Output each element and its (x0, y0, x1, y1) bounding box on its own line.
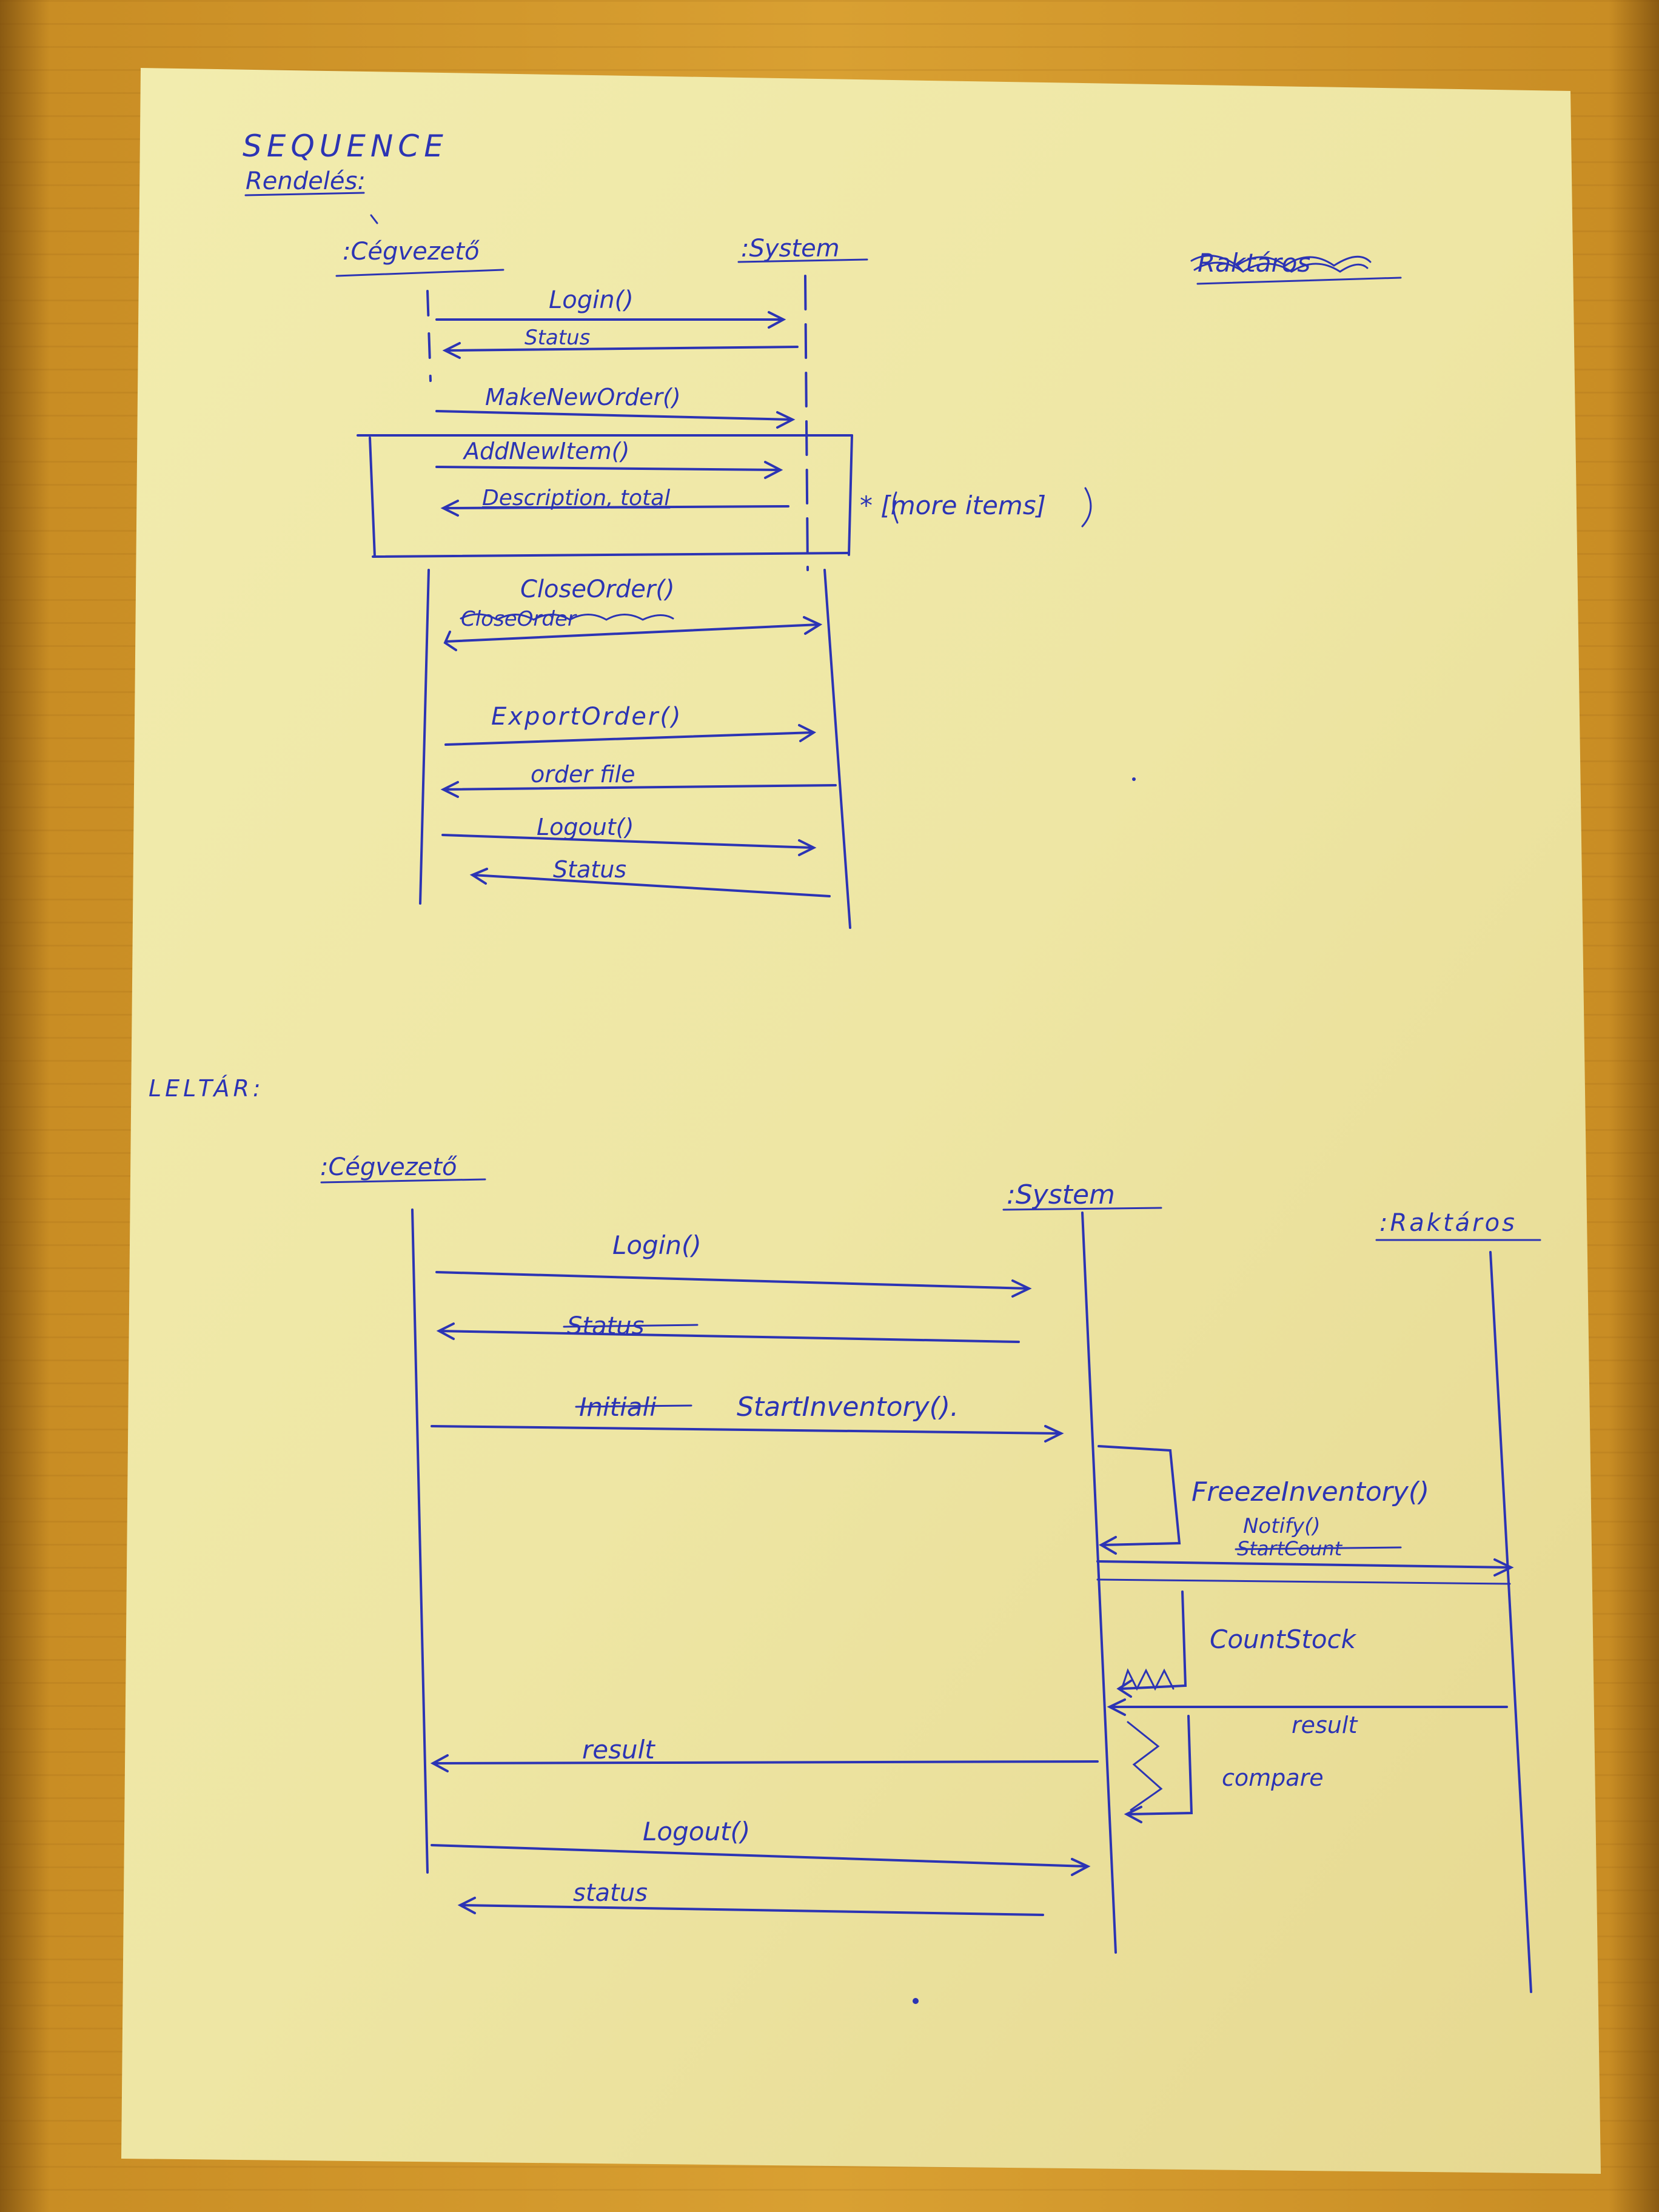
arrowhead-add-new-item (764, 461, 783, 479)
msg-status-1b: Status (553, 856, 626, 883)
lifeline-head-raktaros: :Raktáros (1379, 1209, 1517, 1237)
arrowhead-status-2b (457, 1897, 476, 1914)
status2-strike (563, 1324, 699, 1328)
msg-export-order: ExportOrder() (491, 703, 683, 731)
arrowhead-compare (1124, 1806, 1142, 1823)
lifeline-head-system-1: :System (741, 235, 840, 263)
svg-text:CloseOrder: CloseOrder (461, 607, 577, 631)
arrow-result (432, 1760, 1099, 1765)
arrow-description-total (443, 505, 789, 509)
lifeline-system-2 (1081, 1212, 1117, 1954)
lifeline-cegvezeto-1-upper (426, 290, 432, 382)
arrow-logout-1 (441, 834, 814, 849)
actor2-underline (737, 258, 868, 263)
lifeline-raktaros (1489, 1251, 1532, 1993)
arrow-make-new-order (435, 410, 793, 421)
tick-mark (370, 214, 378, 224)
msg-status-2b: status (573, 1879, 648, 1907)
guard-bracket-left (893, 491, 899, 524)
arrowhead-status-1b (469, 868, 488, 885)
msg-make-new-order: MakeNewOrder() (485, 384, 681, 411)
arrowhead-notify (1493, 1558, 1514, 1577)
actor1b-underline (320, 1178, 486, 1184)
actor1-underline (335, 269, 504, 277)
msg-count-stock: CountStock (1210, 1624, 1357, 1654)
msg-logout-1: Logout() (537, 814, 634, 840)
lifeline-head-system-2: :System (1007, 1179, 1115, 1210)
msg-compare: compare (1222, 1765, 1324, 1791)
lifeline-head-cegvezeto-2: :Cégvezető (320, 1153, 457, 1181)
arrow-status-1b (472, 874, 831, 897)
paper-background (121, 68, 1601, 2174)
msg-start-inventory: StartInventory(). (737, 1392, 959, 1423)
crossed-out-label: Raktáros (1190, 248, 1402, 285)
arrow-logout-2 (431, 1844, 1088, 1868)
guard-bracket-right (1081, 487, 1092, 528)
lifeline-head-cegvezeto-1: :Cégvezető (343, 238, 480, 266)
msg-logout-2: Logout() (643, 1817, 750, 1846)
lifeline-system-1-upper (804, 275, 809, 571)
msg-close-order: CloseOrder() (520, 575, 675, 603)
msg-order-file: order file (531, 761, 635, 788)
crossed-out-start-count: StartCount (1235, 1537, 1402, 1560)
arrowhead-login-1 (768, 311, 786, 329)
arrow-start-inventory (431, 1425, 1061, 1435)
arrow-close-order (444, 623, 820, 643)
msg-result-raktaros: result (1292, 1712, 1358, 1738)
arrow-export-order (444, 731, 814, 746)
arrowhead-status-2 (436, 1322, 455, 1340)
arrowhead-description-total (440, 500, 459, 517)
arrow-status-2 (438, 1330, 1020, 1343)
arrowhead-logout-1 (798, 839, 817, 856)
self-call-freeze-inventory (1098, 1445, 1181, 1546)
self-call-compare (1127, 1715, 1193, 1815)
msg-notify: Notify() (1243, 1514, 1321, 1538)
lifeline-cegvezeto-1-lower (419, 569, 430, 905)
subtitle-underline (244, 192, 365, 196)
crossed-out-initiali: Initiali (575, 1392, 692, 1422)
notify-double-line (1096, 1578, 1511, 1585)
leltar-title: LELTÁR: (149, 1075, 264, 1102)
arrow-notify (1096, 1560, 1511, 1569)
arrowhead-export-order (798, 724, 817, 742)
ink-dot (913, 1998, 919, 2004)
rendeles-subtitle: Rendelés: (246, 167, 366, 195)
arrow-status-1 (444, 346, 799, 352)
ink-dot (1132, 777, 1136, 781)
msg-result: result (582, 1735, 655, 1765)
arrowhead-make-new-order (776, 411, 796, 429)
lifeline-cegvezeto-2 (411, 1208, 429, 1874)
arrowhead-status-1 (442, 342, 461, 359)
return-tick-close-order (443, 631, 457, 651)
crossed-out-close-order: CloseOrder (460, 607, 674, 631)
self-call-count-stock (1121, 1590, 1187, 1690)
msg-freeze-inventory: FreezeInventory() (1191, 1476, 1429, 1507)
arrow-order-file (443, 784, 837, 791)
arrowhead-login-2 (1011, 1279, 1032, 1298)
compare-scribble (1127, 1721, 1163, 1811)
count-stock-scribble (1121, 1668, 1175, 1691)
arrow-status-2b (460, 1904, 1044, 1916)
arrowhead-result-raktaros (1107, 1698, 1126, 1716)
arrowhead-close-order (803, 616, 823, 635)
arrowhead-freeze-inventory (1098, 1536, 1117, 1555)
arrowhead-start-inventory (1044, 1425, 1064, 1443)
arrowhead-result (430, 1754, 449, 1772)
lifeline-system-1-lower (823, 569, 851, 929)
msg-add-new-item: AddNewItem() (462, 438, 629, 464)
arrowhead-logout-2 (1071, 1858, 1091, 1876)
arrow-login-2 (435, 1271, 1029, 1290)
sequence-title: SEQUENCE (243, 129, 448, 164)
arrowhead-order-file (440, 781, 459, 798)
loop-guard: * [more items] (860, 491, 1046, 520)
actor2b-underline (1002, 1207, 1162, 1211)
msg-status-1: Status (525, 326, 590, 350)
loop-fragment-frame (357, 434, 853, 558)
msg-login-2: Login() (612, 1230, 702, 1260)
arrow-add-new-item (435, 466, 780, 471)
msg-login-1: Login() (549, 286, 634, 314)
arrowhead-count-stock (1116, 1680, 1132, 1698)
